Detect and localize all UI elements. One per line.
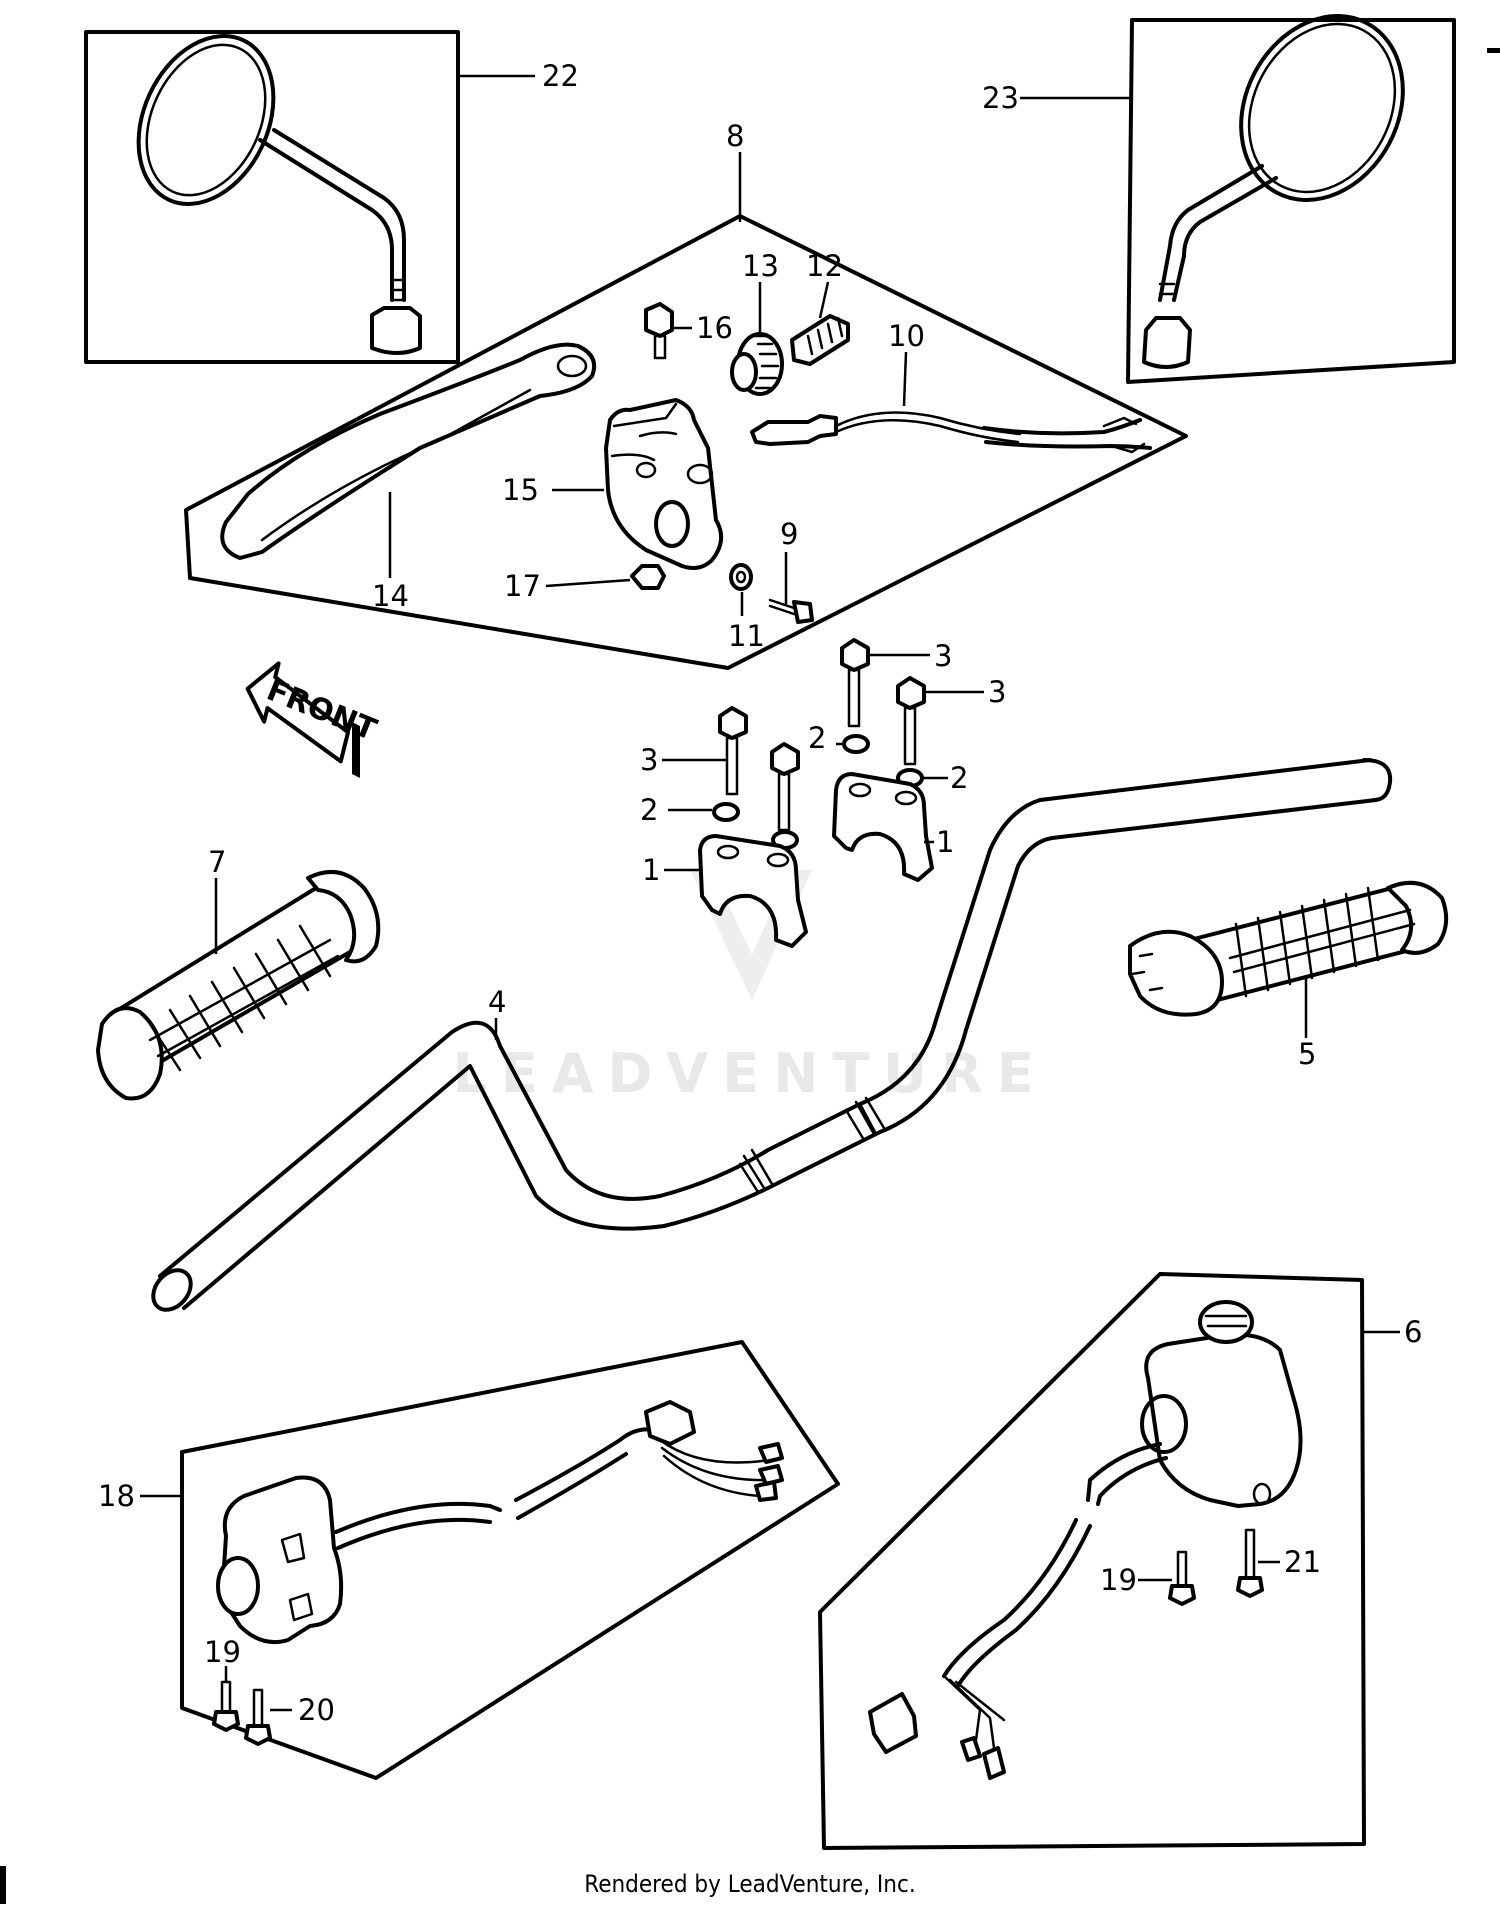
label-17: 17 — [504, 569, 541, 603]
label-2-c: 2 — [640, 793, 658, 827]
label-2-b: 2 — [950, 761, 968, 795]
screw-19-right[interactable] — [1168, 1550, 1196, 1606]
clutch-switch-10[interactable] — [750, 411, 1152, 454]
label-1-a: 1 — [936, 825, 954, 859]
switch-housing-left-18[interactable] — [180, 1340, 840, 1780]
nut-17[interactable] — [630, 564, 666, 590]
adjuster-nut-13[interactable] — [730, 332, 784, 396]
screw-19-left[interactable] — [212, 1680, 240, 1732]
handlebar-4[interactable] — [146, 758, 1393, 1317]
lever-assembly-8[interactable] — [184, 214, 1188, 670]
label-5: 5 — [1298, 1037, 1316, 1071]
grip-right-5[interactable] — [1128, 880, 1449, 1017]
washer-2-c[interactable] — [712, 802, 740, 822]
washer-2-a[interactable] — [842, 734, 870, 754]
label-10: 10 — [888, 319, 925, 353]
watermark: LEADVENTURE — [453, 870, 1048, 1105]
label-6: 6 — [1404, 1315, 1422, 1349]
front-direction-arrow: FRONT — [245, 661, 382, 778]
grip-left-7[interactable] — [96, 870, 381, 1101]
label-2-a: 2 — [808, 721, 826, 755]
pivot-bolt-16[interactable] — [644, 302, 674, 360]
screw-20[interactable] — [244, 1688, 272, 1746]
label-11: 11 — [728, 619, 765, 653]
label-1-b: 1 — [642, 853, 660, 887]
label-14: 14 — [372, 579, 409, 613]
label-18: 18 — [98, 1479, 135, 1513]
label-8: 8 — [726, 119, 744, 153]
label-16: 16 — [696, 311, 733, 345]
label-7: 7 — [208, 845, 226, 879]
label-3-b: 3 — [988, 675, 1006, 709]
label-9: 9 — [780, 517, 798, 551]
clamp-bolt-3-d[interactable] — [770, 742, 800, 832]
label-21: 21 — [1284, 1545, 1321, 1579]
edge-mark — [1487, 48, 1500, 53]
part-labels: 22 23 8 13 12 10 16 15 14 17 11 9 3 3 3 … — [98, 59, 1422, 1727]
label-3-a: 3 — [934, 639, 952, 673]
label-22: 22 — [542, 59, 579, 93]
label-20: 20 — [298, 1693, 335, 1727]
handlebar-clamp-1-left[interactable] — [698, 834, 808, 948]
watermark-text: LEADVENTURE — [453, 1042, 1048, 1105]
label-15: 15 — [502, 473, 539, 507]
label-12: 12 — [806, 249, 843, 283]
clamp-bolt-3-b[interactable] — [896, 676, 926, 766]
clamp-bolt-3-c[interactable] — [718, 706, 748, 796]
label-13: 13 — [742, 249, 779, 283]
clutch-lever-14[interactable] — [220, 342, 597, 560]
mirror-right-23[interactable] — [1126, 0, 1456, 384]
label-19-a: 19 — [204, 1635, 241, 1669]
cable-adjuster-12[interactable] — [790, 314, 850, 366]
label-23: 23 — [982, 81, 1019, 115]
screw-21[interactable] — [1236, 1528, 1264, 1598]
clamp-bolt-3-a[interactable] — [840, 638, 870, 728]
label-19-b: 19 — [1100, 1563, 1137, 1597]
handlebar-clamp-1-right[interactable] — [832, 772, 934, 882]
edge-mark — [0, 1866, 6, 1904]
lever-bracket-15[interactable] — [604, 398, 724, 570]
mirror-left-22[interactable] — [84, 14, 460, 364]
label-3-c: 3 — [640, 743, 658, 777]
screw-9[interactable] — [768, 598, 814, 624]
label-4: 4 — [488, 985, 506, 1019]
washer-11[interactable] — [729, 563, 753, 591]
footer-credit: Rendered by LeadVenture, Inc. — [584, 1870, 916, 1898]
switch-housing-right-6[interactable] — [818, 1272, 1366, 1850]
